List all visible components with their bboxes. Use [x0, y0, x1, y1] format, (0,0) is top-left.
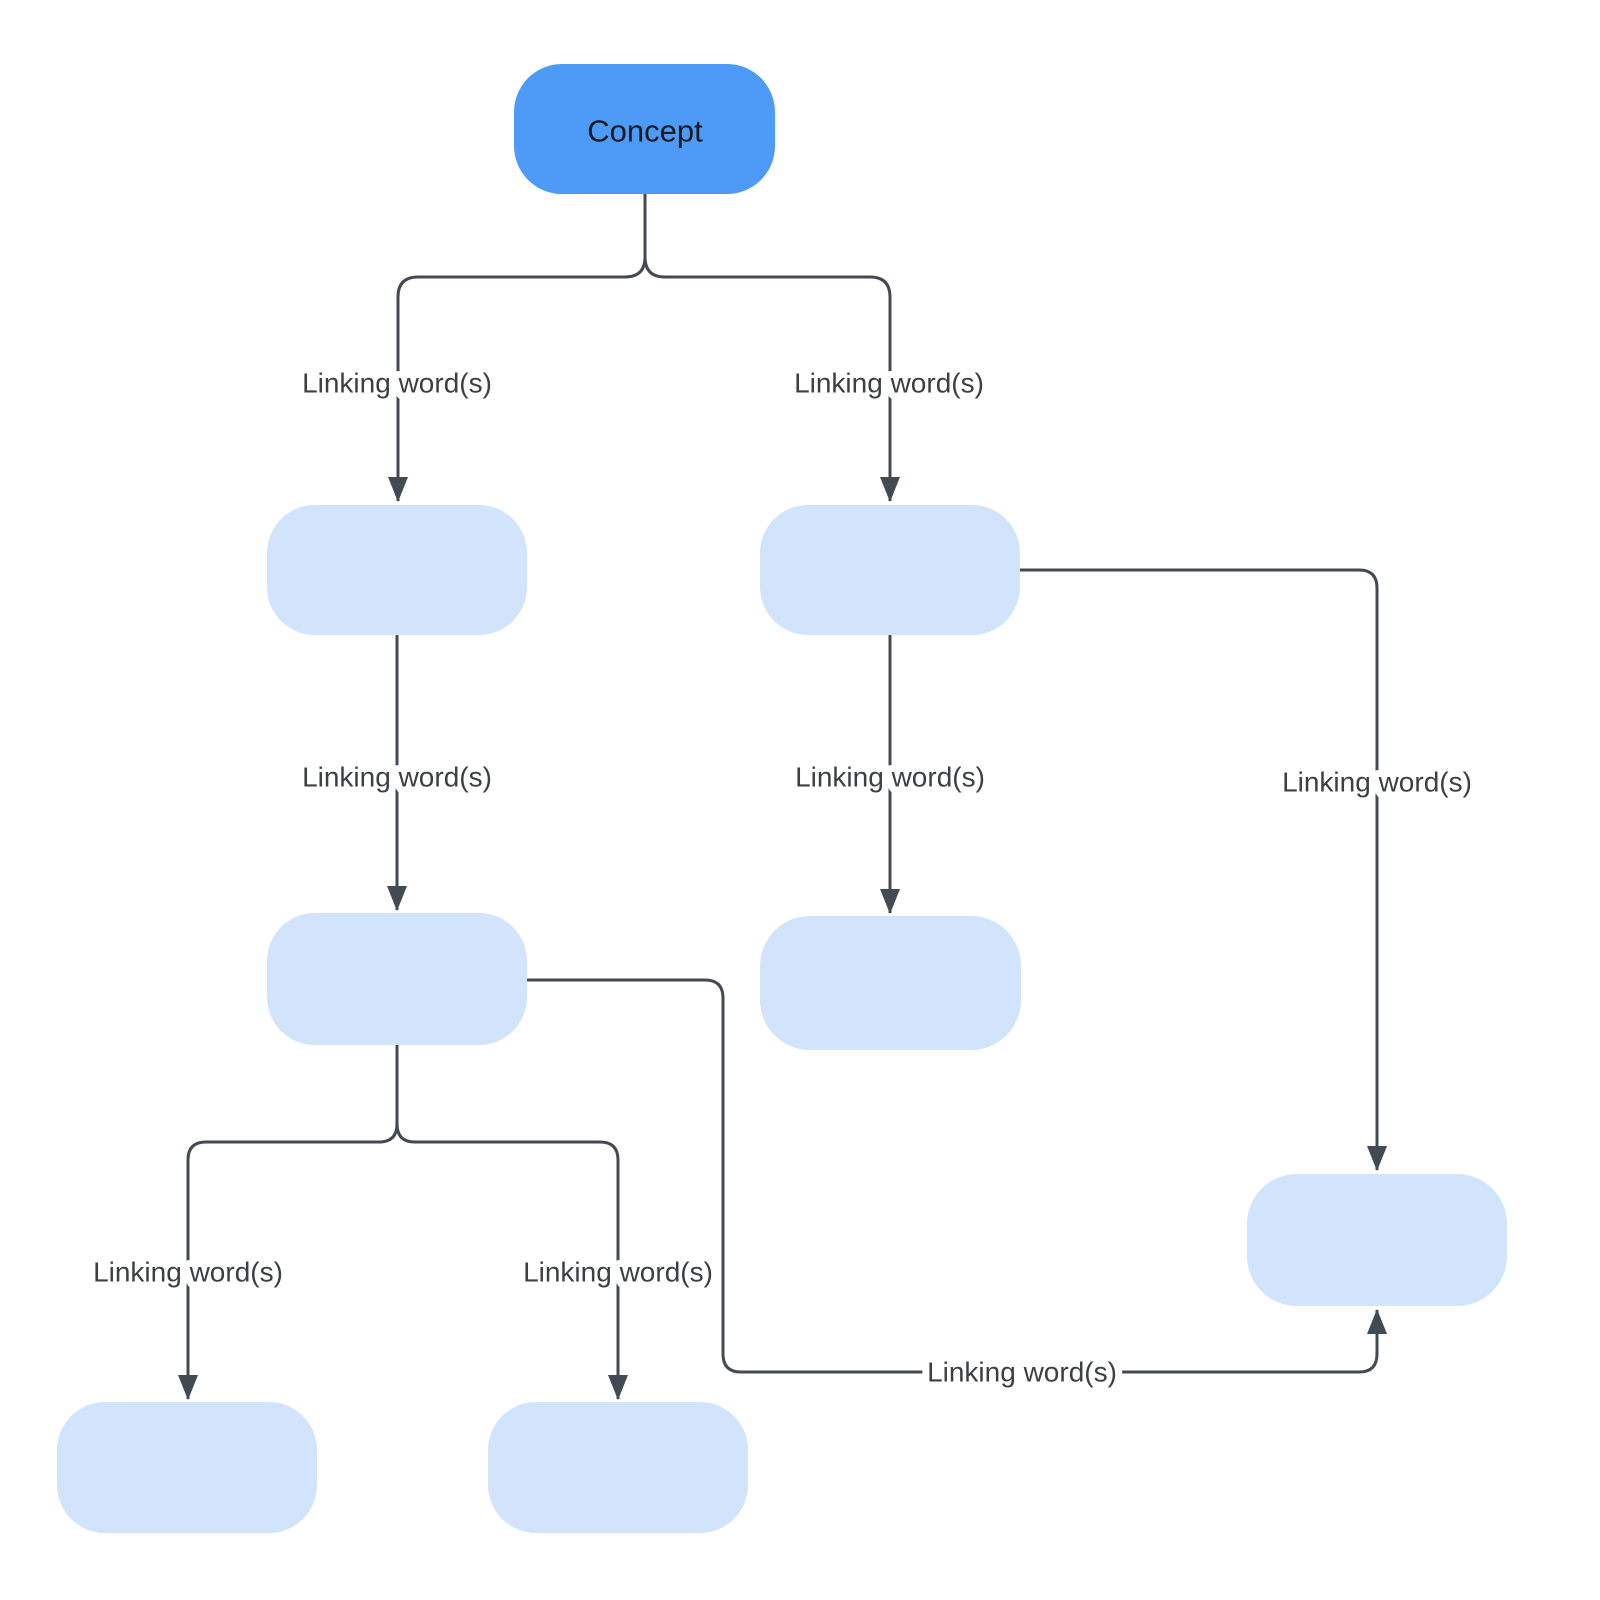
edge-label-left1-left2[interactable]: Linking word(s) — [295, 755, 499, 800]
topic-node-right-2[interactable] — [760, 916, 1021, 1050]
topic-node-bottom-middle[interactable] — [488, 1402, 748, 1533]
topic-node-left-1[interactable] — [267, 505, 527, 635]
topic-node-bottom-left[interactable] — [57, 1402, 317, 1533]
topic-node-left-2[interactable] — [267, 913, 527, 1045]
connector-right1-to-far-right — [1020, 568, 1387, 1171]
topic-node-right-1[interactable] — [760, 505, 1020, 635]
edge-label-left2-far-right[interactable]: Linking word(s) — [920, 1350, 1124, 1395]
edge-label-concept-left[interactable]: Linking word(s) — [295, 361, 499, 406]
edge-label-concept-right[interactable]: Linking word(s) — [787, 361, 991, 406]
concept-node[interactable] — [514, 64, 775, 194]
topic-node-far-right[interactable] — [1247, 1174, 1507, 1306]
connector-concept-to-right1 — [643, 256, 900, 502]
connector-concept-to-left1 — [388, 256, 647, 502]
connector-left2-to-bottom-middle — [395, 1123, 628, 1400]
edge-label-left2-bottom-middle[interactable]: Linking word(s) — [516, 1250, 720, 1295]
connector-left2-to-bottom-left — [178, 1123, 399, 1400]
concept-node-label: Concept — [587, 114, 703, 149]
edge-label-left2-bottom-left[interactable]: Linking word(s) — [86, 1250, 290, 1295]
edge-label-right1-right2[interactable]: Linking word(s) — [788, 755, 992, 800]
edge-label-right1-far-right[interactable]: Linking word(s) — [1275, 760, 1479, 805]
connector-left2-to-far-right — [527, 978, 1387, 1374]
